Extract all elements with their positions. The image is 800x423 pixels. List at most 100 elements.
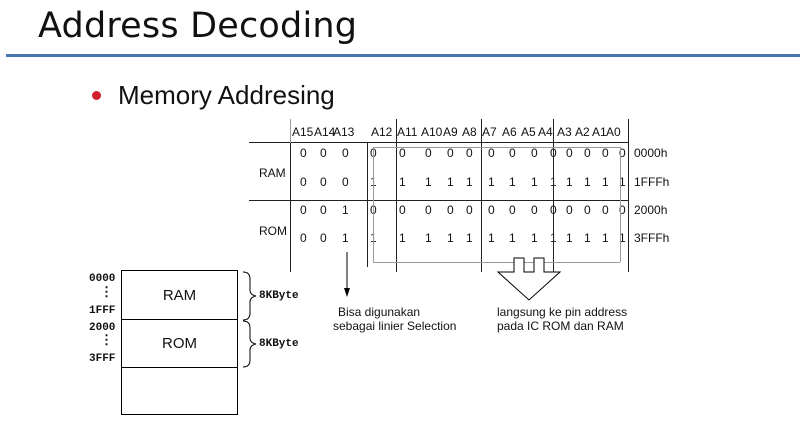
ellipsis-rom: ⋮ bbox=[100, 333, 113, 348]
memory-block-label: RAM bbox=[162, 286, 197, 304]
bit-cell: 0 bbox=[488, 203, 495, 217]
bit-cell: 1 bbox=[488, 231, 495, 245]
bit-cell: 0 bbox=[300, 146, 307, 160]
column-header: A14 bbox=[314, 125, 336, 139]
bit-cell: 1 bbox=[425, 231, 432, 245]
column-header: A1 bbox=[592, 125, 607, 139]
address-end-rom: 3FFF bbox=[89, 353, 116, 365]
linear-selection-note-1: Bisa digunakan bbox=[338, 305, 421, 319]
linear-selection-arrow bbox=[344, 252, 350, 297]
table-grid-line bbox=[373, 262, 620, 263]
table-grid-line bbox=[290, 119, 291, 272]
table-grid-line bbox=[396, 119, 397, 272]
bit-cell: 0 bbox=[320, 175, 327, 189]
bit-cell: 0 bbox=[466, 146, 473, 160]
column-header: A10 bbox=[421, 125, 443, 139]
address-pins-arrow bbox=[496, 257, 562, 301]
bit-cell: 0 bbox=[300, 203, 307, 217]
column-header: A11 bbox=[397, 125, 418, 139]
table-grid-line bbox=[290, 142, 627, 143]
bit-cell: 1 bbox=[447, 175, 454, 189]
hex-address: 0000h bbox=[634, 146, 668, 160]
table-grid-line bbox=[373, 147, 374, 262]
bit-cell: 1 bbox=[447, 231, 454, 245]
bit-cell: 0 bbox=[425, 203, 432, 217]
bit-cell: 0 bbox=[619, 146, 626, 160]
bit-cell: 0 bbox=[399, 146, 406, 160]
bit-cell: 0 bbox=[619, 203, 626, 217]
bit-cell: 0 bbox=[425, 146, 432, 160]
bit-cell: 1 bbox=[466, 231, 473, 245]
bit-cell: 1 bbox=[531, 231, 538, 245]
bit-cell: 0 bbox=[531, 146, 538, 160]
bit-cell: 0 bbox=[320, 203, 327, 217]
bit-cell: 1 bbox=[466, 175, 473, 189]
bit-cell: 1 bbox=[531, 175, 538, 189]
slide-title: Address Decoding bbox=[38, 6, 358, 46]
column-header: A2 bbox=[575, 125, 590, 139]
block-size-rom: 8KByte bbox=[259, 338, 299, 350]
bit-cell: 1 bbox=[342, 203, 349, 217]
bit-cell: 1 bbox=[584, 231, 591, 245]
bit-cell: 0 bbox=[602, 203, 609, 217]
bit-cell: 0 bbox=[602, 146, 609, 160]
bit-cell: 0 bbox=[509, 146, 516, 160]
bit-cell: 0 bbox=[531, 203, 538, 217]
title-underline bbox=[6, 54, 800, 57]
bit-cell: 1 bbox=[509, 231, 516, 245]
column-header: A6 bbox=[502, 125, 517, 139]
column-header: A5 bbox=[521, 125, 536, 139]
bit-cell: 0 bbox=[320, 231, 327, 245]
bit-cell: 0 bbox=[342, 175, 349, 189]
memory-block-label: ROM bbox=[162, 335, 197, 352]
bit-cell: 0 bbox=[300, 175, 307, 189]
bit-cell: 0 bbox=[584, 146, 591, 160]
column-header: A0 bbox=[606, 125, 621, 139]
memory-block-empty bbox=[121, 367, 238, 415]
column-header: A7 bbox=[482, 125, 497, 139]
table-grid-line bbox=[481, 119, 482, 272]
table-grid-line bbox=[373, 147, 620, 148]
table-grid-line bbox=[367, 142, 368, 267]
ellipsis-ram: ⋮ bbox=[100, 285, 113, 300]
column-header: A9 bbox=[443, 125, 458, 139]
bullet-heading: Memory Addresing bbox=[118, 80, 335, 110]
bit-cell: 0 bbox=[447, 203, 454, 217]
row-group-label: ROM bbox=[259, 224, 287, 238]
bit-cell: 1 bbox=[399, 231, 406, 245]
address-pins-note-2: pada IC ROM dan RAM bbox=[497, 319, 624, 333]
table-grid-line bbox=[249, 200, 629, 201]
bit-cell: 0 bbox=[447, 146, 454, 160]
bit-cell: 1 bbox=[566, 175, 573, 189]
bit-cell: 0 bbox=[488, 146, 495, 160]
bit-cell: 0 bbox=[342, 146, 349, 160]
bit-cell: 1 bbox=[619, 175, 626, 189]
bit-cell: 1 bbox=[566, 231, 573, 245]
bit-cell: 1 bbox=[425, 175, 432, 189]
bit-cell: 0 bbox=[399, 203, 406, 217]
column-header: A15 bbox=[292, 125, 314, 139]
bit-cell: 0 bbox=[566, 203, 573, 217]
bit-cell: 0 bbox=[300, 231, 307, 245]
bit-cell: 1 bbox=[488, 175, 495, 189]
bit-cell: 0 bbox=[509, 203, 516, 217]
linear-selection-note-2: sebagai linier Selection bbox=[333, 319, 457, 333]
bit-cell: 1 bbox=[509, 175, 516, 189]
bit-cell: 1 bbox=[342, 231, 349, 245]
bit-cell: 0 bbox=[566, 146, 573, 160]
hex-address: 1FFFh bbox=[634, 175, 670, 189]
hex-address: 2000h bbox=[634, 203, 668, 217]
table-grid-line bbox=[553, 119, 554, 272]
address-end-ram: 1FFF bbox=[89, 305, 116, 317]
address-start-ram: 0000 bbox=[89, 273, 116, 285]
bit-cell: 0 bbox=[466, 203, 473, 217]
column-header: A8 bbox=[462, 125, 477, 139]
block-size-ram: 8KByte bbox=[259, 290, 299, 302]
hex-address: 3FFFh bbox=[634, 231, 670, 245]
column-header: A12 bbox=[371, 125, 393, 139]
column-header: A3 bbox=[557, 125, 572, 139]
column-header: A13 bbox=[333, 125, 355, 139]
table-grid-line bbox=[290, 119, 291, 143]
